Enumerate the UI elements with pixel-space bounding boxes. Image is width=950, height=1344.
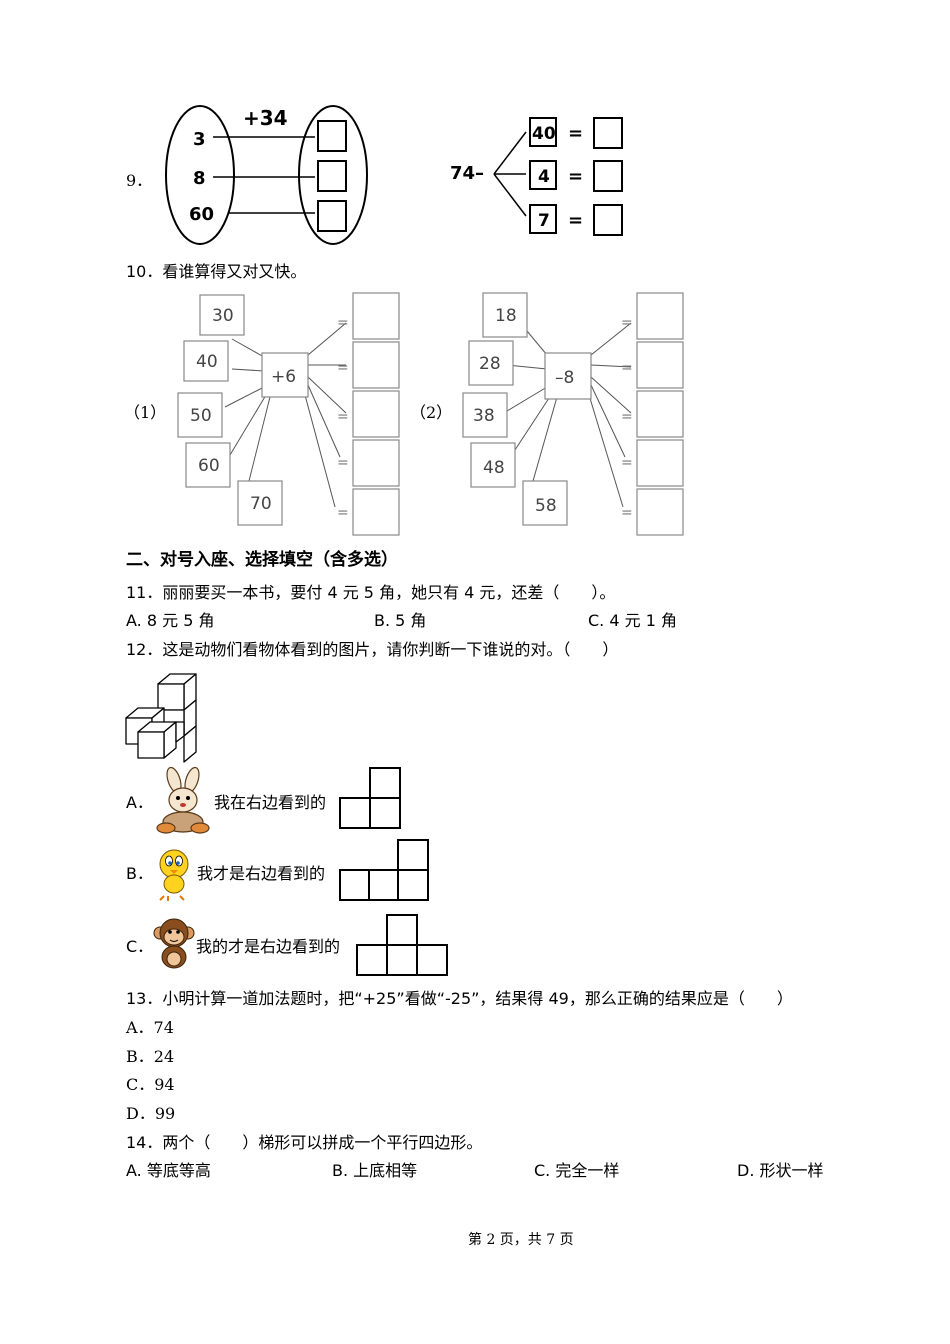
q9-answer-box bbox=[317, 120, 347, 152]
q10-operator: +6 bbox=[271, 367, 296, 387]
q9-operator: +34 bbox=[243, 106, 288, 130]
view-figure-b bbox=[339, 839, 429, 901]
q10-operator: –8 bbox=[555, 368, 574, 388]
q14-option: B. 上底相等 bbox=[332, 1161, 418, 1180]
q13-option: B．24 bbox=[126, 1047, 175, 1066]
q12-option-letter: A． bbox=[126, 793, 153, 812]
q9-equals: = bbox=[568, 123, 583, 144]
q10-equals: = bbox=[337, 360, 349, 376]
q14-prompt: 14．两个（ ）梯形可以拼成一个平行四边形。 bbox=[126, 1133, 483, 1152]
q9-input: 60 bbox=[189, 204, 214, 225]
q10-input: 48 bbox=[483, 458, 505, 478]
q9-input: 3 bbox=[193, 129, 206, 150]
q10-input: 60 bbox=[198, 456, 220, 476]
q10-prompt: 10．看谁算得又对又快。 bbox=[126, 262, 307, 281]
q9-answer-box bbox=[317, 200, 347, 232]
q10-equals: = bbox=[621, 455, 633, 471]
q10-equals: = bbox=[621, 505, 633, 521]
q10-input: 40 bbox=[196, 352, 218, 372]
q12-option-text: 我的才是右边看到的 bbox=[196, 937, 341, 956]
q9-subtraction-diagram: 74– 40 4 7 = = = bbox=[450, 117, 623, 236]
q10-input: 28 bbox=[479, 354, 501, 374]
q10-input: 38 bbox=[473, 406, 495, 426]
q9-answer-box bbox=[593, 117, 623, 149]
q12-option-text: 我才是右边看到的 bbox=[197, 864, 326, 883]
q10-equals: = bbox=[337, 409, 349, 425]
q13-prompt: 13．小明计算一道加法题时，把“+25”看做“-25”，结果得 49，那么正确的… bbox=[126, 989, 793, 1008]
q9-answer-box bbox=[317, 160, 347, 192]
q9-subtrahend: 4 bbox=[538, 167, 550, 187]
q9-subtrahend: 40 bbox=[532, 124, 556, 144]
q10-equals: = bbox=[337, 455, 349, 471]
section-title: 二、对号入座、选择填空（含多选） bbox=[126, 550, 398, 570]
q9-answer-box bbox=[593, 204, 623, 236]
q9-addition-diagram: +34 3 8 60 bbox=[165, 105, 368, 245]
q10-input: 18 bbox=[495, 306, 517, 326]
q13-option: C．94 bbox=[126, 1075, 175, 1094]
cube-stack-figure bbox=[125, 673, 197, 763]
q10-part2-diagram: 18 28 38 48 58 –8 = = = = = bbox=[462, 292, 684, 536]
q12-option-letter: B． bbox=[126, 864, 153, 883]
q10-input: 30 bbox=[212, 306, 234, 326]
q12-option-letter: C． bbox=[126, 937, 154, 956]
q10-part1-diagram: 30 40 50 60 70 +6 = = = = = bbox=[177, 292, 400, 536]
monkey-icon bbox=[153, 918, 195, 969]
q9-equals: = bbox=[568, 166, 583, 187]
view-figure-c bbox=[356, 914, 448, 976]
q10-equals: = bbox=[621, 360, 633, 376]
q9-number: 9． bbox=[126, 171, 153, 190]
q14-option: A. 等底等高 bbox=[126, 1161, 211, 1180]
q14-option: D. 形状一样 bbox=[737, 1161, 824, 1180]
view-figure-a bbox=[339, 767, 401, 829]
q10-part1-label: （1） bbox=[124, 403, 167, 422]
q10-input: 50 bbox=[190, 406, 212, 426]
bird-icon bbox=[159, 849, 189, 901]
q12-prompt: 12．这是动物们看物体看到的图片，请你判断一下谁说的对。（ ） bbox=[126, 640, 619, 659]
rabbit-icon bbox=[156, 766, 210, 834]
q11-option: C. 4 元 1 角 bbox=[588, 611, 677, 630]
q11-prompt: 11．丽丽要买一本书，要付 4 元 5 角，她只有 4 元，还差（ ）。 bbox=[126, 583, 616, 602]
q10-equals: = bbox=[621, 315, 633, 331]
q10-equals: = bbox=[621, 409, 633, 425]
q11-option: A. 8 元 5 角 bbox=[126, 611, 215, 630]
q12-option-text: 我在右边看到的 bbox=[214, 793, 327, 812]
page-footer: 第 2 页，共 7 页 bbox=[468, 1232, 574, 1248]
q9-equals: = bbox=[568, 210, 583, 231]
q10-equals: = bbox=[337, 315, 349, 331]
q9-start: 74– bbox=[450, 163, 484, 184]
q11-option: B. 5 角 bbox=[374, 611, 427, 630]
q10-equals: = bbox=[337, 505, 349, 521]
q9-subtrahend: 7 bbox=[538, 211, 550, 231]
q10-input: 70 bbox=[250, 494, 272, 514]
q9-input: 8 bbox=[193, 168, 206, 189]
q13-option: D．99 bbox=[126, 1104, 176, 1123]
q9-answer-box bbox=[593, 160, 623, 192]
q10-part2-label: （2） bbox=[410, 403, 453, 422]
q13-option: A．74 bbox=[126, 1018, 174, 1037]
q14-option: C. 完全一样 bbox=[534, 1161, 620, 1180]
q10-input: 58 bbox=[535, 496, 557, 516]
